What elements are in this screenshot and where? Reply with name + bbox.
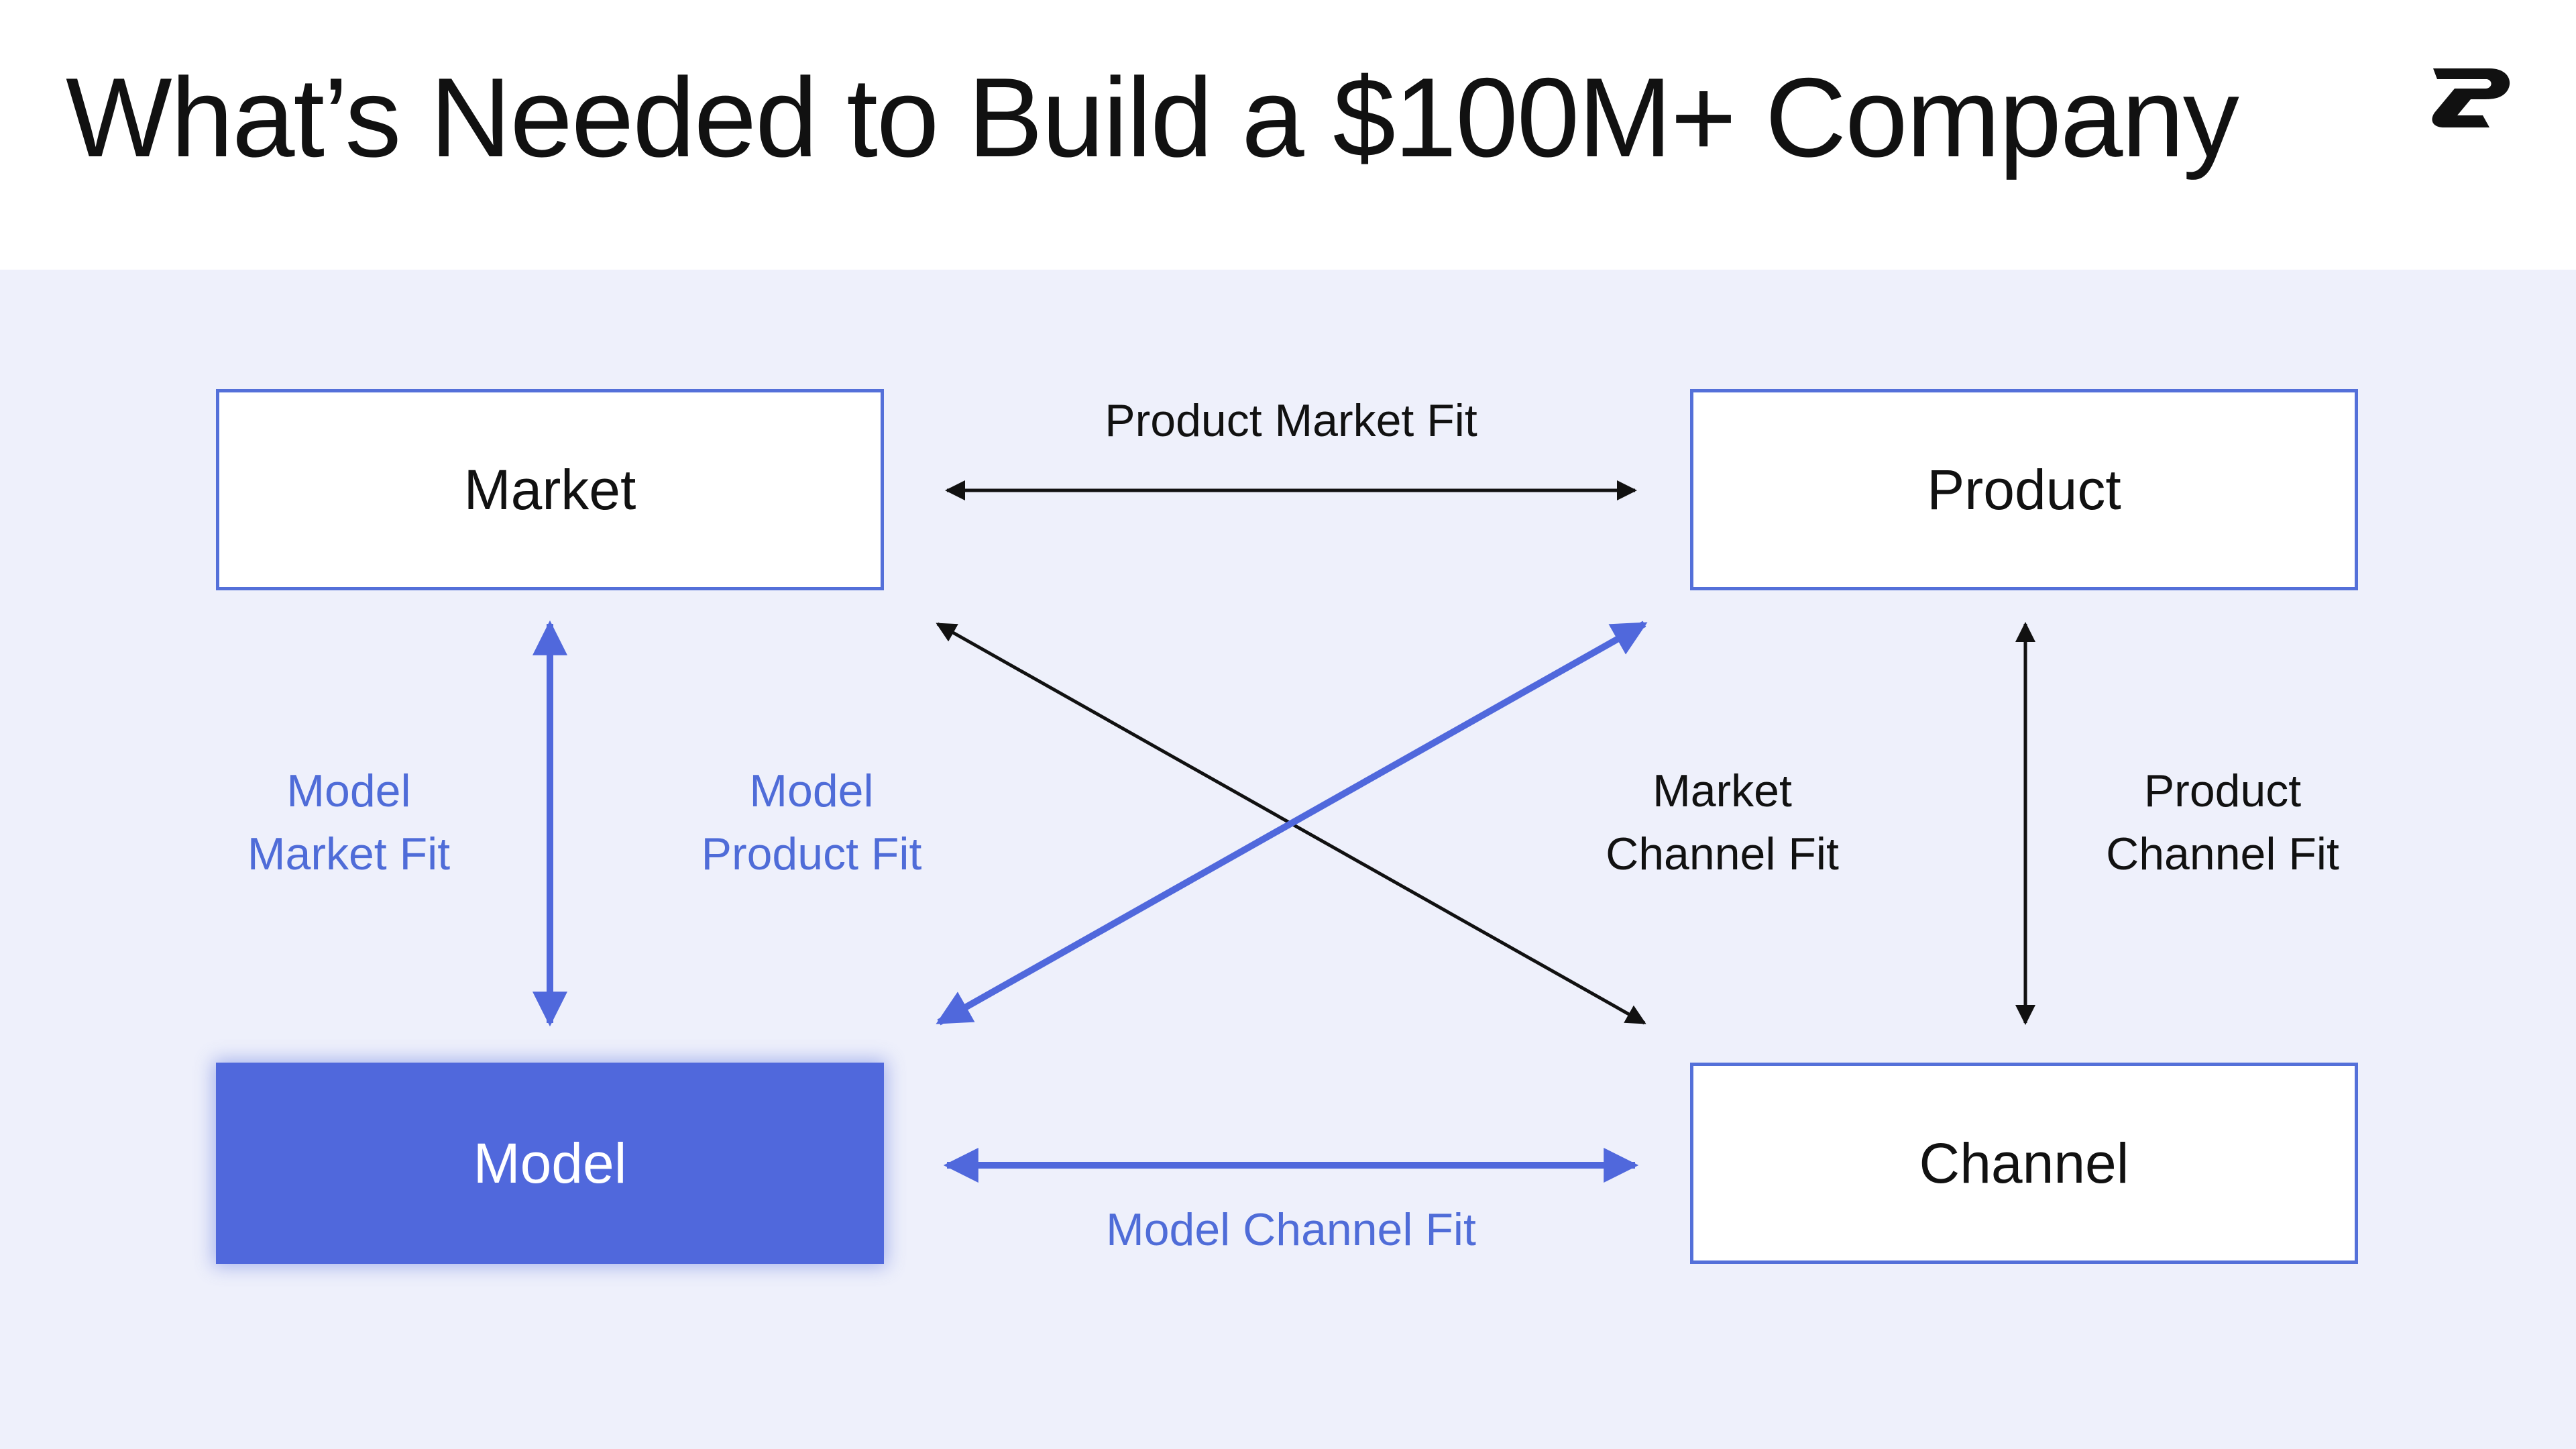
product-market-fit-label: Product Market Fit [1105, 395, 1477, 446]
market-box: Market [216, 389, 884, 590]
channel-label: Channel [1919, 1131, 2129, 1195]
market-channel-fit-label: Market Channel Fit [1606, 765, 1839, 879]
model-channel-fit-label: Model Channel Fit [1106, 1204, 1476, 1255]
channel-box: Channel [1690, 1063, 2358, 1264]
page-title: What’s Needed to Build a $100M+ Company [66, 54, 2239, 180]
product-channel-fit-label: Product Channel Fit [2106, 765, 2339, 879]
model-label: Model [473, 1131, 627, 1195]
model-product-fit-label: Model Product Fit [701, 765, 922, 879]
model-product-fit-arrow [936, 621, 1648, 1026]
company-logo-icon [2432, 68, 2510, 127]
product-box: Product [1690, 389, 2358, 590]
model-box: Model [216, 1063, 884, 1264]
product-label: Product [1927, 458, 2121, 521]
market-label: Market [463, 458, 636, 521]
model-market-fit-label: Model Market Fit [247, 765, 451, 879]
